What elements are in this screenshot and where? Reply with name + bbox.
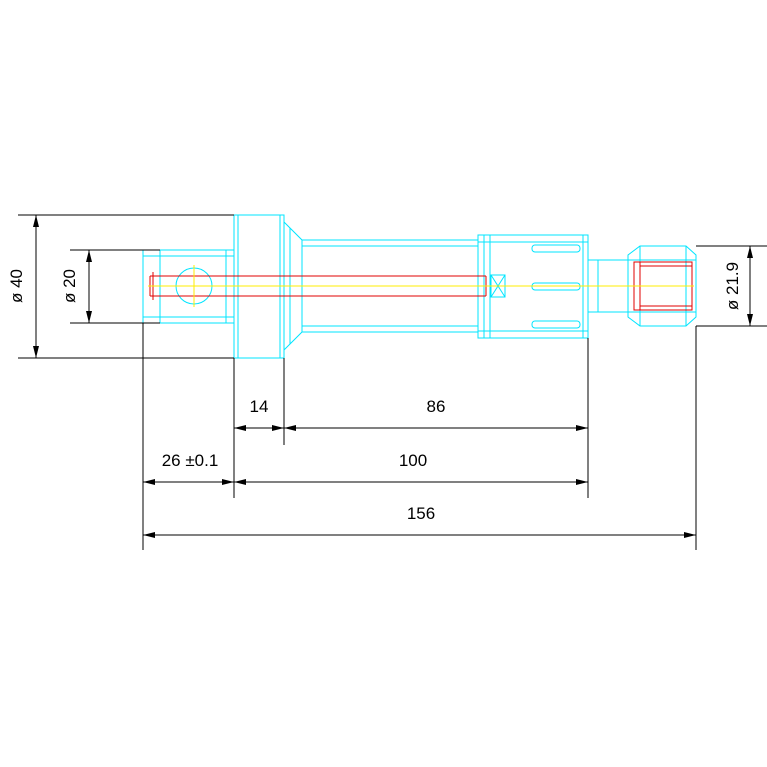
label-dia-20: ø 20	[60, 269, 79, 303]
centerlines	[148, 265, 694, 307]
slot-bottom	[531, 320, 581, 329]
label-len-26: 26 ±0.1	[162, 451, 219, 470]
label-len-100: 100	[399, 451, 427, 470]
label-len-86: 86	[427, 397, 446, 416]
label-dia-40: ø 40	[7, 269, 26, 303]
dimension-labels: ø 40 ø 20 ø 21.9 14 86 26 ±0.1 100 156	[7, 262, 742, 523]
label-len-14: 14	[250, 397, 269, 416]
slot-top	[531, 244, 581, 253]
label-dia-21-9: ø 21.9	[723, 262, 742, 310]
label-len-156: 156	[407, 504, 435, 523]
nut	[627, 245, 697, 327]
dimensions	[18, 214, 767, 550]
